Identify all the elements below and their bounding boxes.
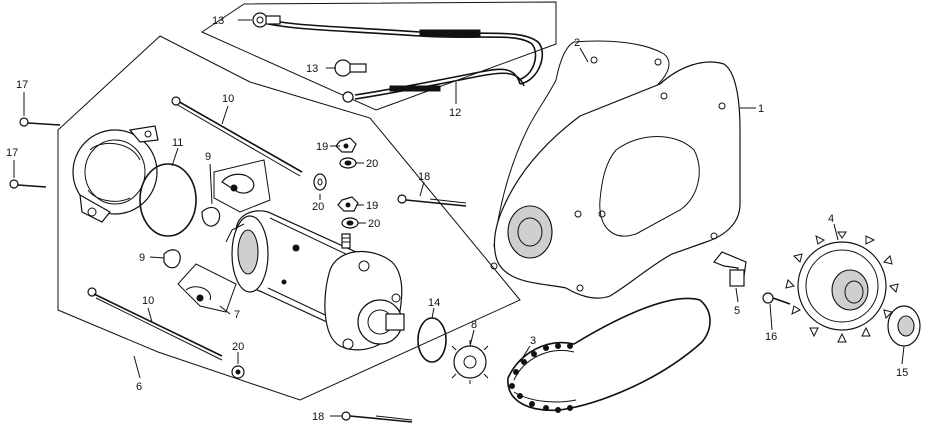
oil-seal [887,305,921,347]
brush-holder [213,159,271,213]
starter-terminal-stud [341,233,351,249]
long-bolt-lower [87,287,223,361]
chain-guide [713,251,747,287]
callout-labels: 13 13 12 2 1 17 17 10 11 9 9 19 20 20 19… [6,15,908,423]
callout-9-lower: 9 [139,252,145,264]
brush-spring-a [201,207,221,227]
callout-12: 12 [449,107,461,119]
callout-10-lower: 10 [142,295,154,307]
callout-4: 4 [828,213,834,225]
motor-mounting-flange [324,250,405,351]
nut-19-upper [335,137,357,153]
callout-11: 11 [172,137,183,149]
callout-20-side: 20 [312,201,324,213]
callout-18-lower: 18 [312,411,324,423]
callout-16: 16 [765,331,777,343]
callout-20-lower: 20 [368,218,380,230]
callout-14: 14 [428,297,440,309]
callout-19-lower: 19 [366,200,378,212]
callout-17-lower: 17 [6,147,18,159]
engine-cover-plate [490,61,741,299]
callout-20-upper: 20 [366,158,378,170]
callout-5: 5 [734,305,740,317]
callout-10-upper: 10 [222,93,234,105]
bolt-17-lower [9,179,47,189]
bolt-18-upper [397,194,467,207]
callout-9-upper: 9 [205,151,211,163]
callout-17-upper: 17 [16,79,28,91]
leader-lines [13,19,905,417]
callout-18-upper: 18 [418,171,430,183]
bolt-16 [762,292,791,305]
callout-6: 6 [136,381,142,393]
callout-15: 15 [896,367,908,379]
callout-8: 8 [471,319,477,331]
washer-20-upper [339,157,357,169]
bolt-18-lower [341,411,413,423]
nut-19-lower [337,196,359,212]
bolt-17-upper [19,117,61,127]
cable-terminal-lower [334,59,367,103]
driven-sprocket [785,231,899,343]
starter-cable [267,19,544,100]
callout-2: 2 [574,37,580,49]
brush-plate [177,263,237,313]
callout-7: 7 [234,309,240,321]
o-ring [139,163,197,237]
callout-13-upper: 13 [212,15,224,27]
callout-3: 3 [530,335,536,347]
brush-spring-b [163,249,181,269]
starter-gear [451,340,489,384]
long-bolt-upper [171,96,303,177]
washer-20-lower [341,217,359,229]
callout-19-upper: 19 [316,141,328,153]
callout-13-lower: 13 [306,63,318,75]
callout-1: 1 [758,103,764,115]
cable-terminal-upper [252,12,281,28]
drive-chain [507,297,711,413]
starter-group-frame [57,35,521,401]
starter-end-cover [72,125,159,223]
washer-20-side [313,173,327,191]
washer-20-bottom [231,365,245,379]
callout-20-bottom: 20 [232,341,244,353]
